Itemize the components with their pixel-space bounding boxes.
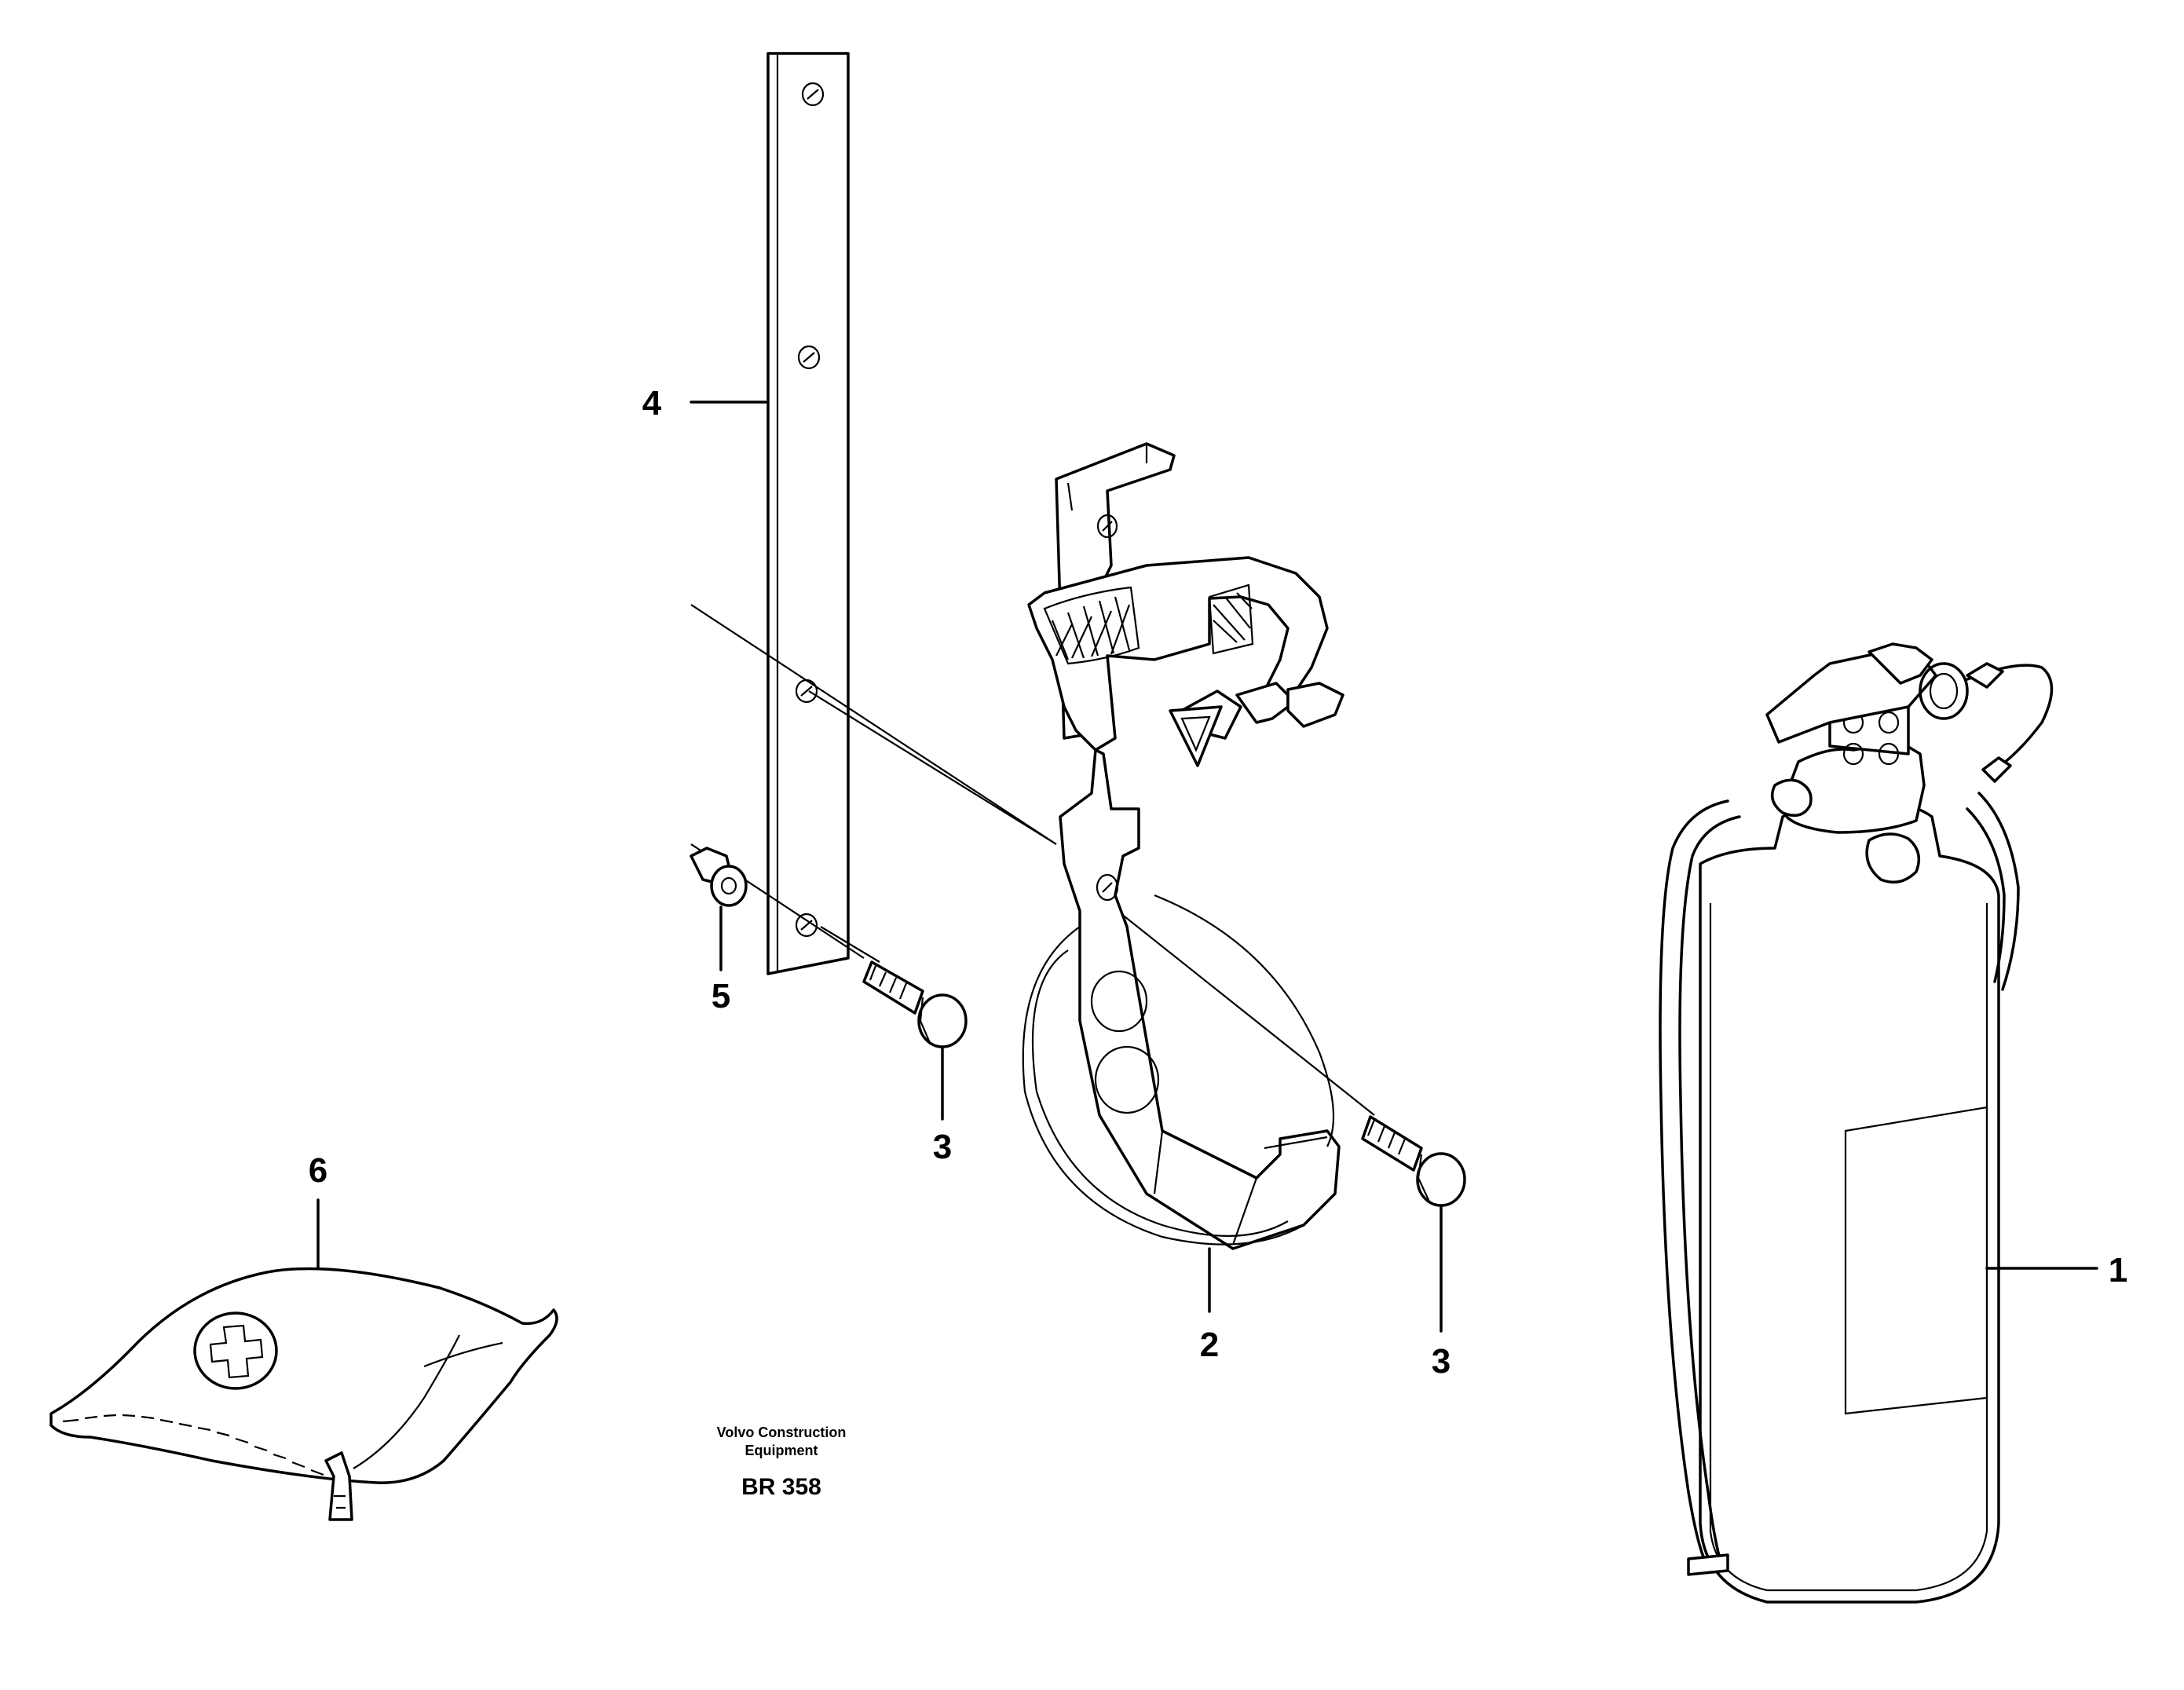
bolt-left [862, 960, 968, 1048]
extinguisher-bracket [1022, 442, 1344, 1250]
mounting-strip [766, 52, 850, 975]
callout-6: 6 [309, 1151, 327, 1190]
first-aid-pouch [49, 1267, 558, 1521]
caption-equipment: Equipment [745, 1443, 818, 1458]
callout-2: 2 [1200, 1326, 1219, 1364]
leader-lines [316, 401, 2098, 1333]
callout-3-left: 3 [933, 1128, 952, 1166]
caption: Volvo Construction Equipment BR 358 [717, 1425, 847, 1500]
callout-5: 5 [712, 977, 730, 1015]
caption-reference: BR 358 [741, 1474, 821, 1500]
callout-labels: 1 2 3 3 4 5 6 [309, 384, 2127, 1381]
callout-1: 1 [2109, 1251, 2127, 1289]
caption-company: Volvo Construction [717, 1425, 847, 1440]
fire-extinguisher [1659, 642, 2054, 1604]
callout-4: 4 [642, 384, 662, 422]
callout-3-right: 3 [1432, 1342, 1451, 1381]
bolt-right [1361, 1115, 1466, 1207]
nut [690, 847, 748, 907]
